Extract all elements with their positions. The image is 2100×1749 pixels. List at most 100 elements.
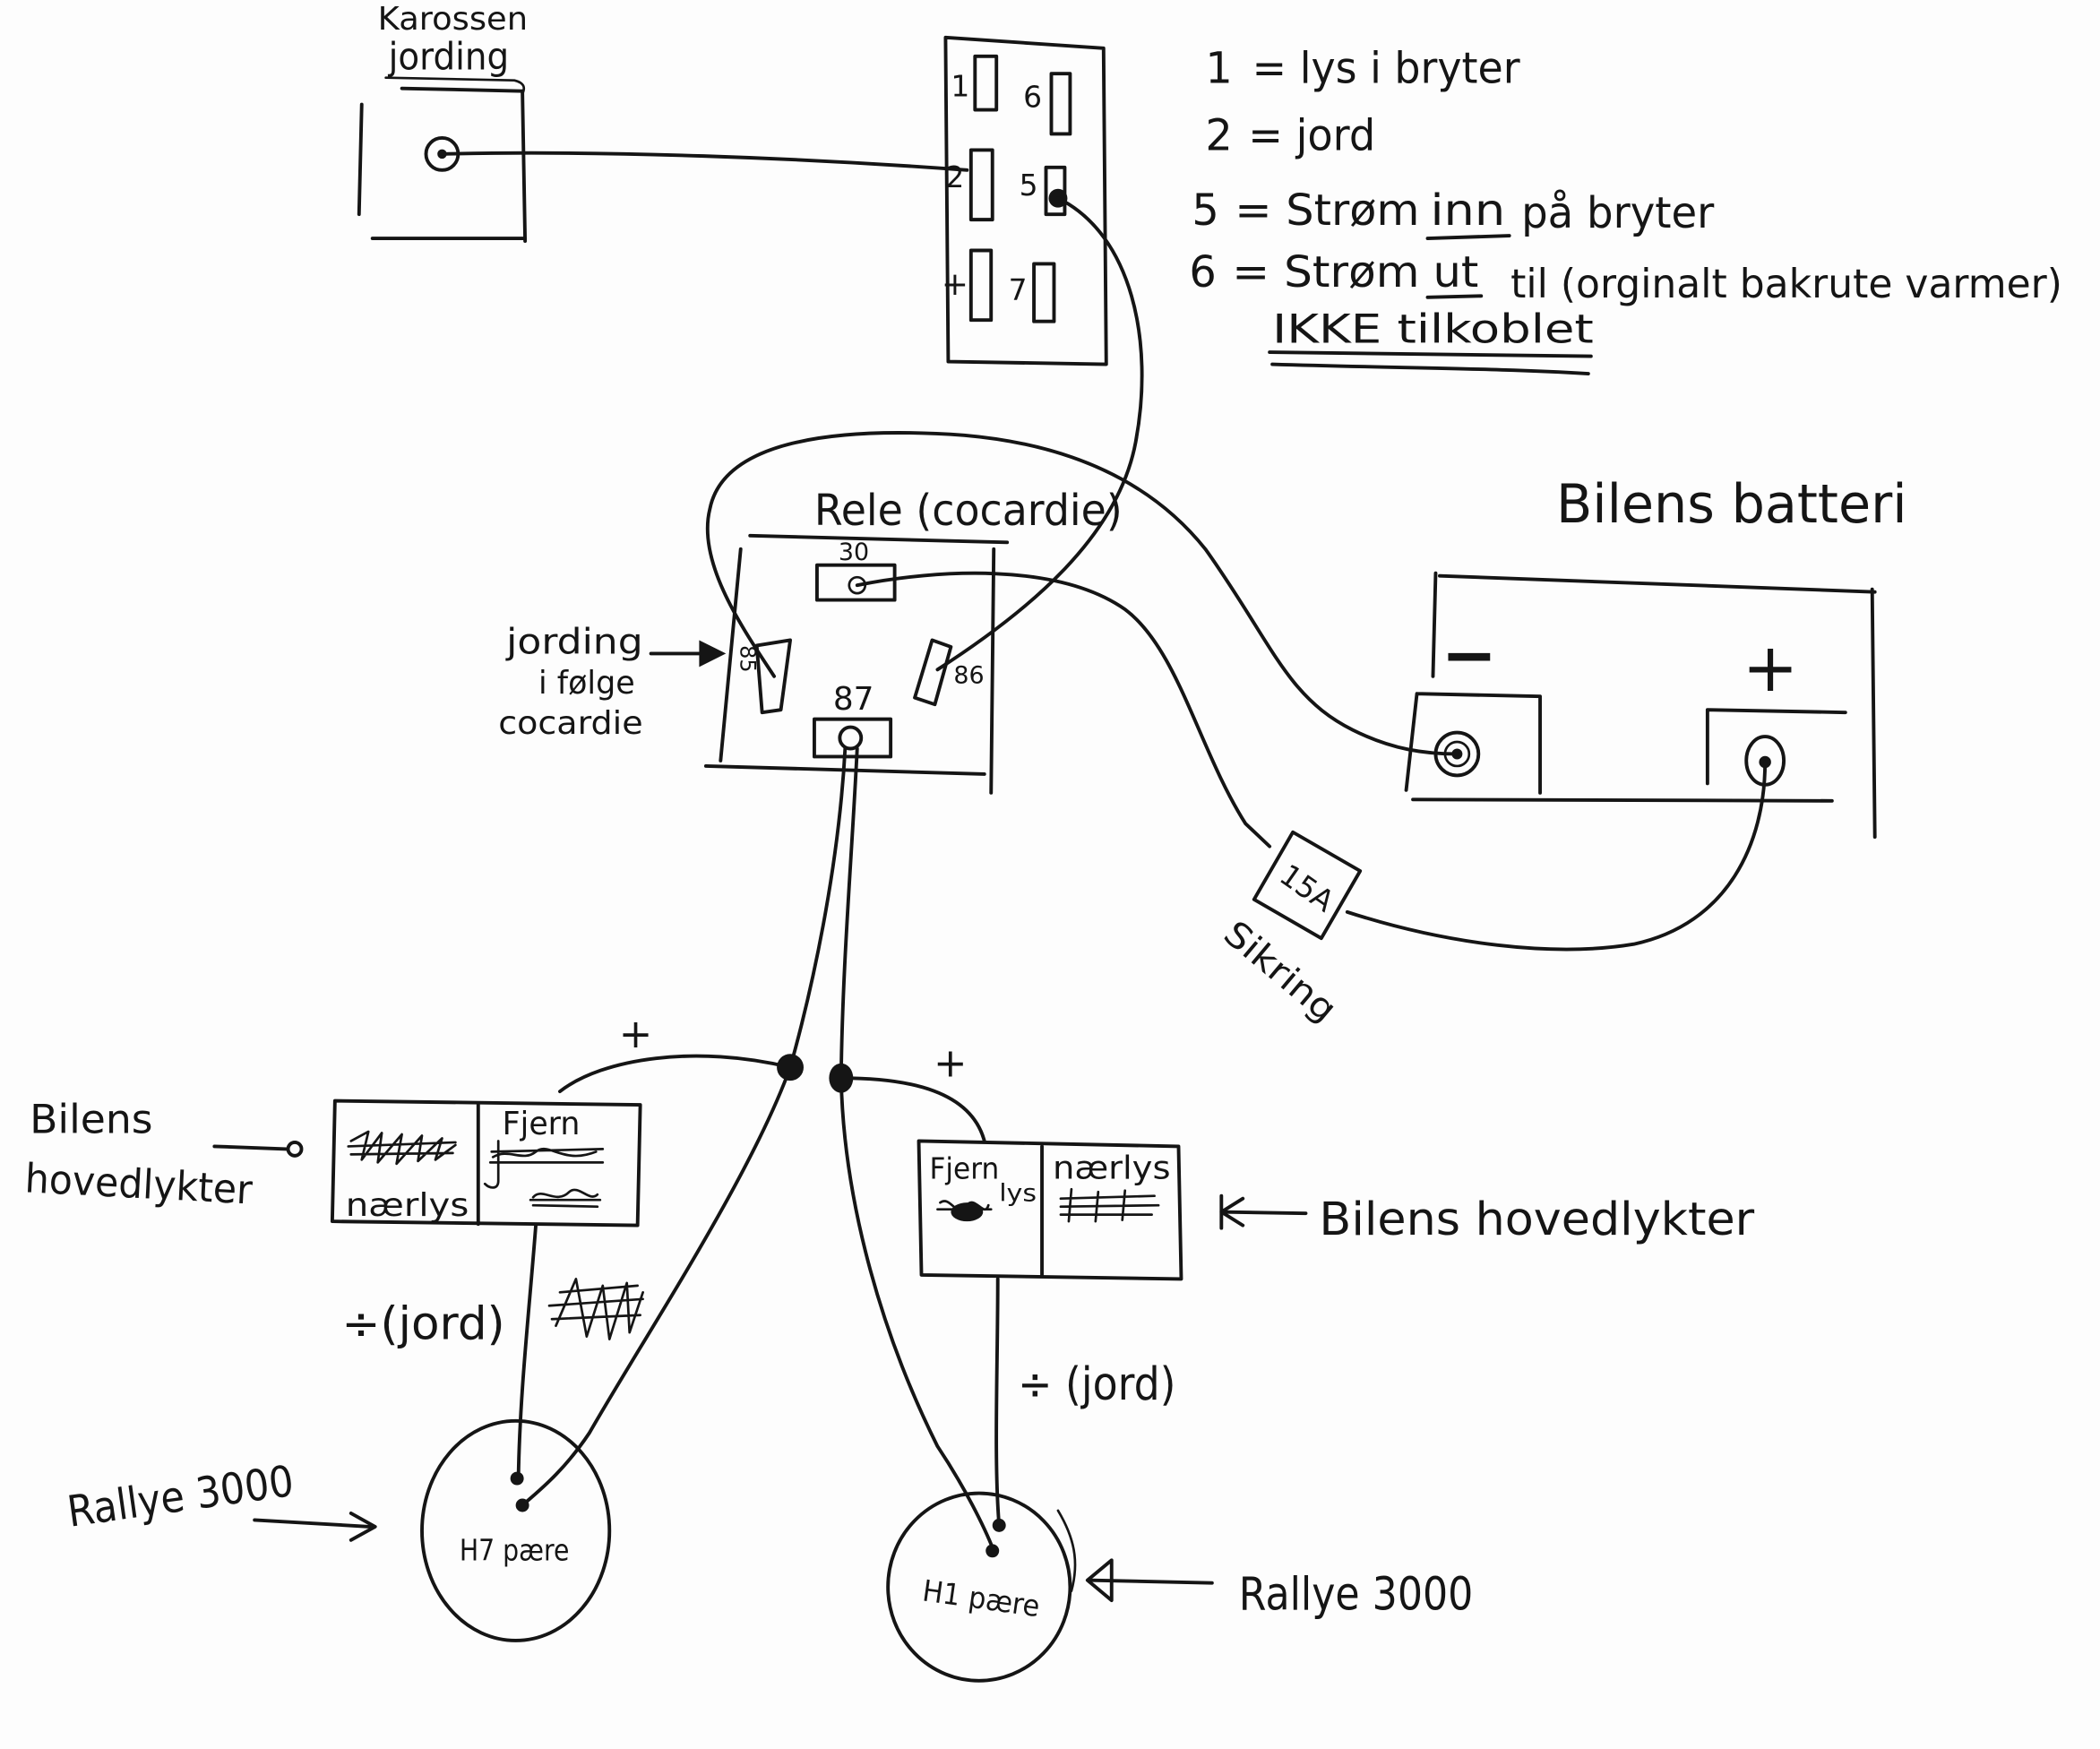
battery-negative-symbol: − (1442, 616, 1498, 694)
left-headlight-box (330, 1099, 642, 1228)
legend-num-1: 1 (1205, 45, 1232, 94)
wire-left-headlight-ground-to-left-bulb (516, 1223, 538, 1481)
relay-pin-87-terminal (838, 725, 864, 751)
battery-box-right (1870, 587, 1877, 840)
right-bulb-terminal-ground (992, 1518, 1006, 1532)
left-headlight-ground-label: ÷(jord) (341, 1297, 504, 1350)
right-headlight-scribble-blot (951, 1202, 984, 1222)
switch-pin-label-5: 5 (1020, 168, 1038, 202)
switch-pin-7 (1032, 262, 1056, 323)
switch-pin-label-bottom-left: + (942, 266, 968, 303)
relay-pin-86 (913, 638, 953, 707)
switch-pin-2 (968, 148, 994, 222)
body-ground-box-top (400, 86, 525, 93)
relay-title: Rele (cocardie) (814, 487, 1123, 536)
wire-right-headlight-ground-to-right-bulb (994, 1277, 1002, 1528)
relay-box-right (989, 547, 996, 795)
switch-pin-bottom-left (968, 248, 994, 323)
pin-legend: 1 = lys i bryter 2 = jord 5 = Strøm inn … (1189, 45, 2062, 375)
battery-positive-terminal-box (1705, 708, 1847, 786)
relay-ground-note-line2: i følge (538, 665, 635, 702)
fuse-rating: 15A (1273, 857, 1340, 919)
relay-ground-note-line1: jording (505, 622, 643, 662)
right-headlight-cell-high-beam-line1: Fjern (929, 1150, 999, 1185)
legend-text-5-after: på bryter (1521, 189, 1715, 238)
right-bulb-pointer-head-icon (1085, 1558, 1114, 1603)
legend-text-6-after: til (orginalt bakrute varmer) (1510, 260, 2062, 307)
legend-text-5-before: = Strøm (1235, 186, 1419, 236)
switch-pin-label-6: 6 (1023, 80, 1042, 115)
battery-title: Bilens batteri (1556, 474, 1907, 536)
relay-pin-label-30: 30 (839, 538, 869, 566)
right-bulb-outline (886, 1491, 1072, 1683)
battery-positive-symbol: + (1743, 629, 1799, 707)
body-ground: Karossen jording (357, 1, 528, 243)
wire-relay-30-to-fuse (855, 571, 1272, 849)
right-headlight-pointer-head-icon (1219, 1193, 1245, 1230)
right-headlight-label: Bilens hovedlykter (1319, 1193, 1754, 1245)
left-bulb-terminal-ground (510, 1471, 524, 1486)
battery-negative-terminal-box (1404, 692, 1542, 795)
fuse: 15A Sikring (1216, 830, 1363, 1030)
switch-pin-6 (1049, 72, 1072, 136)
legend-num-2: 2 (1205, 111, 1232, 160)
legend-text-2: = jord (1248, 111, 1375, 160)
legend-num-6: 6 (1189, 248, 1216, 297)
left-bulb-terminal-plus (515, 1498, 529, 1512)
wire-switch-5-to-relay-86 (935, 196, 1144, 672)
relay-ground-note-line3: cocardie (498, 705, 642, 742)
right-bulb-label: Rallye 3000 (1239, 1568, 1474, 1621)
wire-right-junction-to-right-bulb (839, 1076, 996, 1553)
right-headlight-cell-high-beam-line2: lys (999, 1180, 1037, 1208)
relay-pin-85 (754, 638, 792, 715)
right-bulb-type: H1 pære (920, 1572, 1042, 1624)
left-headlight-pointer-line (212, 1144, 288, 1151)
left-headlight-plus-label: + (619, 1010, 653, 1057)
right-headlight-box (917, 1139, 1183, 1281)
relay-pin-87 (813, 717, 893, 759)
right-headlight-scribble-2 (1059, 1187, 1160, 1223)
battery-box-top (1437, 573, 1877, 594)
switch-pin-5 (1044, 165, 1067, 217)
left-bulb: H7 pære Rallye 3000 (65, 1418, 612, 1642)
right-headlight-cell-low-beam: nærlys (1053, 1150, 1171, 1186)
right-headlight-ground-label: ÷ (jord) (1018, 1357, 1175, 1410)
relay-pin-30 (814, 563, 897, 602)
legend-num-5: 5 (1192, 186, 1218, 236)
wire-body-ground-to-switch-2 (440, 151, 969, 172)
left-bulb-pointer-head-icon (349, 1512, 377, 1542)
right-bulb-pointer-line (1089, 1578, 1214, 1585)
right-headlight-plus-label: + (934, 1039, 968, 1087)
right-bulb: H1 pære Rallye 3000 (886, 1491, 1474, 1683)
left-headlight-scribble-2 (483, 1140, 605, 1189)
relay-pin-label-87: 87 (833, 681, 874, 718)
switch-pin-label-1: 1 (951, 69, 969, 104)
left-headlight-pointer-end-icon (286, 1140, 304, 1158)
body-ground-label-line2: jording (388, 35, 509, 79)
switch-pin-label-7: 7 (1009, 272, 1028, 307)
wire-right-junction-to-right-headlight (839, 1076, 986, 1143)
switch-pin-1 (973, 54, 999, 112)
wire-relay-87-to-left-junction (788, 746, 848, 1070)
body-ground-box-left (357, 102, 364, 217)
left-headlight: + Bilens hovedlykter nærlys Fjern ÷(jord… (24, 1010, 653, 1350)
relay-pin-label-86: 86 (953, 661, 984, 689)
legend-text-6-underlined: ut (1433, 248, 1478, 297)
relay-box-top (748, 533, 1010, 545)
legend-note-not-connected: IKKE tilkoblet (1272, 306, 1594, 353)
left-ground-scribble (547, 1278, 644, 1340)
left-headlight-label-line1: Bilens (30, 1095, 153, 1142)
wire-left-junction-to-left-bulb (521, 1065, 792, 1507)
right-junction-dot (829, 1063, 854, 1093)
body-ground-box-right (521, 89, 528, 243)
right-bulb-terminal-plus (985, 1544, 1000, 1558)
wire-relay-85-to-battery-negative (705, 431, 1459, 756)
body-ground-label-line1: Karossen (378, 1, 528, 38)
left-headlight-label-line2: hovedlykter (24, 1154, 254, 1213)
wire-left-junction-to-left-headlight (558, 1054, 792, 1094)
right-headlight-pointer-line (1223, 1210, 1308, 1216)
legend-6-underline (1425, 294, 1484, 299)
left-bulb-type: H7 pære (460, 1532, 570, 1567)
